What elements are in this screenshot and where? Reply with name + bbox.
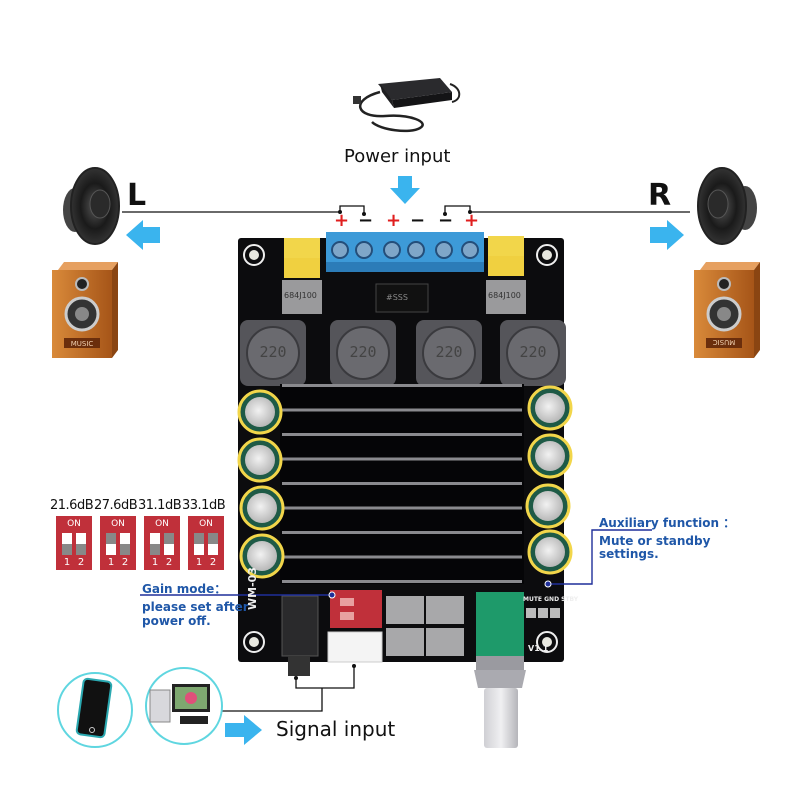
gain-note-line2: power off. — [142, 614, 211, 628]
heatsink-fin — [282, 506, 522, 510]
inductor-mark: 220 — [349, 343, 377, 361]
right-output-arrow-icon — [650, 220, 684, 250]
right-speaker-driver-icon — [697, 167, 757, 245]
polarity-plus: + — [386, 210, 402, 231]
cap-mark-right: 684J100 — [488, 291, 521, 300]
terminal-screw — [435, 241, 453, 259]
terminal-screw — [355, 241, 373, 259]
left-speaker-label: MUSIC — [71, 340, 94, 348]
heatsink — [280, 384, 524, 584]
aux-function-title: Auxiliary function ： — [599, 516, 736, 530]
terminal-screw — [331, 241, 349, 259]
heatsink-fin — [282, 384, 522, 387]
volume-knob[interactable] — [484, 688, 518, 748]
signal-wire — [295, 666, 355, 689]
aux-pointer-line — [548, 529, 652, 585]
heatsink-fin — [282, 482, 522, 485]
gain-option-label: 31.1dB — [138, 498, 182, 513]
left-speaker-cabinet-icon: MUSIC — [52, 262, 118, 358]
left-speaker-driver-icon — [63, 167, 120, 245]
amplifier-board — [237, 232, 573, 748]
gain-note-line1: please set after — [142, 600, 249, 614]
aux-note-line1: Mute or standby — [599, 534, 711, 548]
polarity-minus: − — [410, 210, 426, 231]
gain-dip-switch[interactable] — [330, 590, 382, 628]
polarity-minus: − — [438, 210, 454, 231]
terminal-screw — [461, 241, 479, 259]
left-channel-label: L — [127, 178, 147, 213]
electrolytic-capacitors — [237, 385, 573, 579]
power-input-label: Power input — [344, 146, 451, 167]
aux-header-label: MUTE GND STBY — [523, 596, 579, 603]
right-terminal-wire — [444, 205, 471, 214]
inductor-mark: 220 — [435, 343, 463, 361]
heatsink-fin — [282, 580, 522, 583]
aux-note-line2: settings. — [599, 547, 659, 561]
inductor-mark: 220 — [519, 343, 547, 361]
terminal-screw — [383, 241, 401, 259]
polarity-plus: + — [464, 210, 480, 231]
inductor-mark: 220 — [259, 343, 287, 361]
left-output-arrow-icon — [126, 220, 160, 250]
right-channel-label: R — [648, 178, 672, 213]
terminal-screw — [407, 241, 425, 259]
heatsink-fin — [282, 555, 522, 559]
heatsink-fin — [282, 408, 522, 412]
power-arrow-icon — [390, 176, 420, 204]
heatsink-fin — [282, 531, 522, 534]
volume-potentiometer[interactable] — [476, 592, 524, 662]
polarity-minus: − — [358, 210, 374, 231]
heatsink-fin — [282, 457, 522, 461]
gain-mode-note: please set after power off. — [142, 600, 249, 628]
cap-mark-left: 684J100 — [284, 291, 317, 300]
gain-option-label: 27.6dB — [94, 498, 138, 513]
heatsink-fin — [282, 433, 522, 436]
signal-arrow-icon — [225, 715, 262, 745]
smartphone-icon — [57, 672, 133, 748]
gain-mode-title: Gain mode： — [142, 582, 227, 596]
signal-input-label: Signal input — [276, 717, 396, 741]
signal-connector — [327, 631, 383, 663]
gain-option-label: 21.6dB — [50, 498, 94, 513]
aux-function-note: Mute or standby settings. — [599, 535, 710, 561]
audio-jack — [281, 595, 319, 657]
right-speaker-cabinet-icon: MUSIC — [694, 262, 760, 358]
right-speaker-label: MUSIC — [713, 338, 736, 346]
left-terminal-wire — [339, 205, 365, 214]
gain-option-label: 33.1dB — [182, 498, 226, 513]
board-version-label: V1.1 — [528, 644, 549, 653]
inductors — [240, 320, 566, 386]
power-terminal-block — [326, 232, 484, 272]
power-adapter-icon — [353, 78, 461, 133]
desktop-computer-icon — [145, 667, 223, 745]
polarity-plus: + — [334, 210, 350, 231]
chip-mark: #SSS — [386, 293, 408, 302]
board-model-label: WM-03 — [246, 567, 259, 610]
